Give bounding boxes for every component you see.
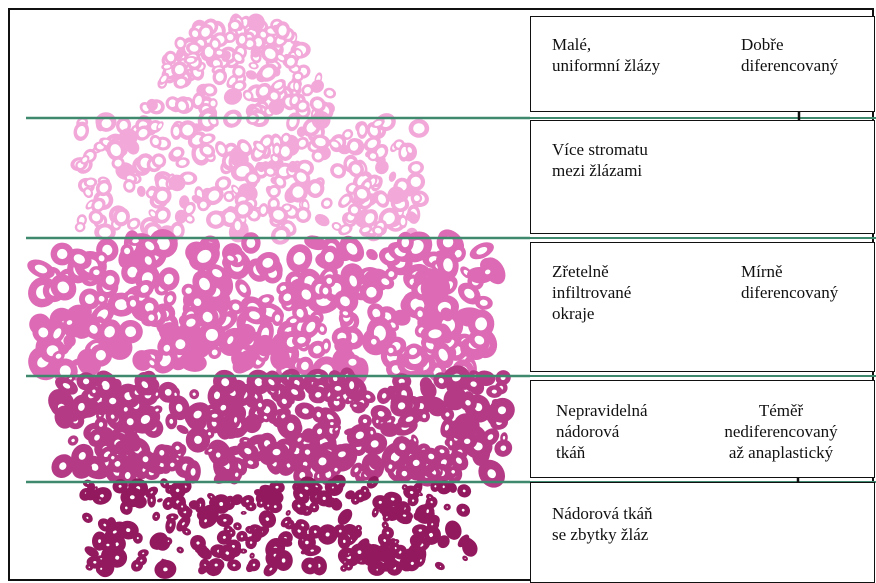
tissue-band-5: [77, 471, 480, 580]
stage-4-description: Nepravidelná nádorová tkáň: [556, 400, 648, 463]
stage-1-grade: Dobře diferencovaný: [741, 34, 838, 76]
tissue-gland-pattern: [22, 10, 519, 581]
stage-4-grade: Téměř nediferencovaný až anaplastický: [703, 400, 859, 463]
stage-3-description: Zřetelně infiltrované okraje: [552, 261, 631, 324]
stage-2-description: Více stromatu mezi žlázami: [552, 139, 648, 181]
stage-3-grade: Mírně diferencovaný: [741, 261, 838, 303]
tissue-band-3: [22, 223, 510, 390]
tissue-band-4: [43, 362, 519, 493]
tissue-band-2: [69, 106, 431, 250]
tissue-band-1: [137, 10, 337, 124]
stage-5-description: Nádorová tkáň se zbytky žláz: [552, 503, 653, 545]
stage-1-description: Malé, uniformní žlázy: [552, 34, 660, 76]
